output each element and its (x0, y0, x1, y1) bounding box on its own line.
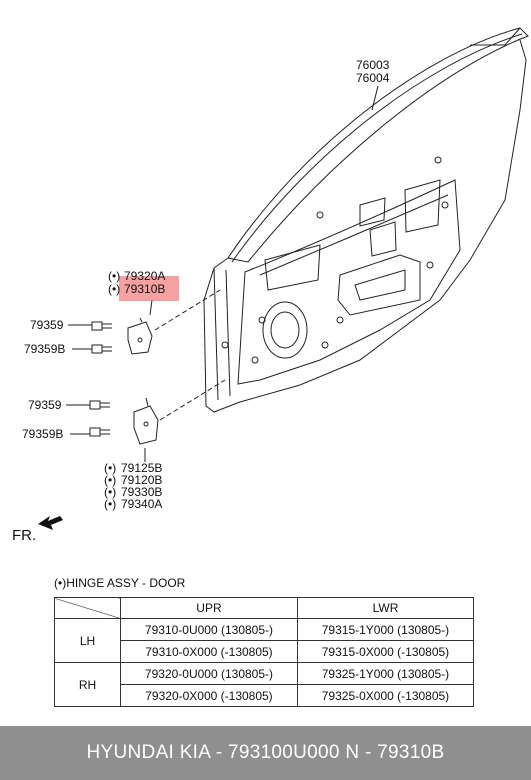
cell-rh-lwr-2: 79325-0X000 (-130805) (296, 684, 475, 707)
lower-bolt-2 (89, 427, 110, 437)
label-bolt-lower-1: 79359 (28, 398, 62, 412)
label-79320a: 79320A (124, 269, 166, 283)
lower-hinge (133, 405, 159, 445)
speaker-opening (262, 301, 308, 359)
door-assembly-diagram (38, 27, 529, 530)
bullet-79310b: (•) (108, 282, 121, 296)
handle-cutout (337, 254, 421, 316)
label-79340a: 79340A (121, 497, 163, 511)
bullet-lower-4: (•) (104, 497, 117, 511)
label-76003: 76003 (356, 58, 390, 72)
upper-bolt-1 (91, 321, 112, 331)
cell-rh-upr-1: 79320-0U000 (130805-) (120, 662, 298, 685)
table-corner (54, 597, 121, 619)
cell-lh-upr-1: 79310-0U000 (130805-) (120, 618, 298, 641)
bullet-lower-1: (•) (104, 461, 117, 475)
table-row: RH 79320-0U000 (130805-) 79325-1Y000 (13… (54, 662, 475, 707)
row-side-lh: LH (54, 618, 121, 663)
front-arrow-icon (38, 516, 63, 530)
hinge-assy-table: UPR LWR LH 79310-0U000 (130805-) 79315-1… (54, 597, 475, 707)
table-row: 79310-0X000 (-130805) 79315-0X000 (-1308… (55, 640, 475, 663)
upper-hinge (127, 321, 153, 355)
header-upr: UPR (120, 597, 298, 619)
table-title: (•)HINGE ASSY - DOOR (54, 576, 186, 590)
label-bolt-lower-2: 79359B (22, 427, 64, 441)
label-76004: 76004 (356, 71, 390, 85)
cell-lh-lwr-2: 79315-0X000 (-130805) (296, 640, 475, 663)
footer-banner: HYUNDAI KIA - 793100U000 N - 79310B (0, 726, 531, 780)
door-shell (203, 39, 527, 413)
cell-lh-upr-2: 79310-0X000 (-130805) (120, 640, 298, 663)
lower-bolt-1 (89, 400, 110, 410)
bullet-lower-2: (•) (104, 473, 117, 487)
row-side-rh: RH (54, 662, 121, 707)
front-label: FR. (12, 527, 37, 544)
window-frame (227, 27, 529, 263)
label-79310b: 79310B (124, 282, 166, 296)
cell-lh-lwr-1: 79315-1Y000 (130805-) (296, 618, 475, 641)
table-row: LH 79310-0U000 (130805-) 79315-1Y000 (13… (54, 618, 475, 663)
label-79125b: 79125B (121, 461, 163, 475)
cell-rh-upr-2: 79320-0X000 (-130805) (120, 684, 298, 707)
inner-panel (237, 179, 461, 385)
label-bolt-upper-1: 79359 (30, 318, 64, 332)
bullet-lower-3: (•) (104, 485, 117, 499)
table-row: 79320-0X000 (-130805) 79325-0X000 (-1308… (55, 684, 475, 707)
label-79330b: 79330B (121, 485, 163, 499)
cell-rh-lwr-1: 79325-1Y000 (130805-) (296, 662, 475, 685)
upper-bolt-2 (91, 344, 112, 354)
label-79120b: 79120B (121, 473, 163, 487)
highlighted-part-box (119, 276, 179, 301)
header-lwr: LWR (296, 597, 475, 619)
bullet-79320a: (•) (108, 269, 121, 283)
label-bolt-upper-2: 79359B (24, 342, 66, 356)
